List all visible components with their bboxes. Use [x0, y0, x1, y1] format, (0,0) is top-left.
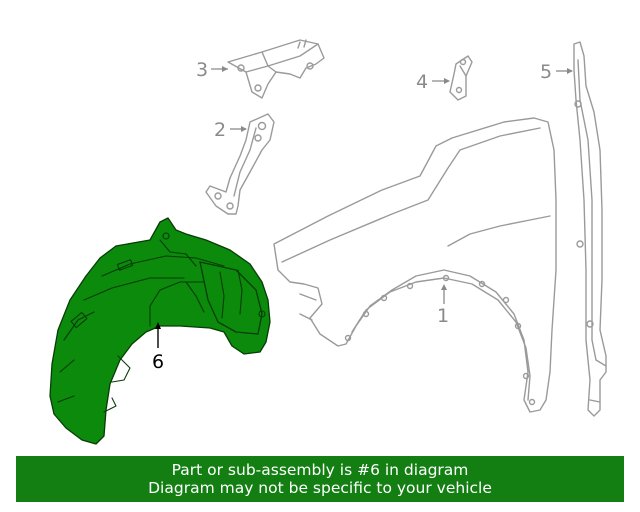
- part-5-seal-strip[interactable]: [573, 41, 607, 417]
- parts-diagram: 3 2 4 5: [49, 39, 607, 445]
- callout-6-label: 6: [152, 351, 164, 373]
- part-1-fender[interactable]: [273, 117, 557, 413]
- callout-1-label: 1: [437, 305, 449, 327]
- part-2-side-bracket[interactable]: [205, 113, 275, 215]
- callout-1[interactable]: 1: [437, 284, 449, 327]
- callout-2[interactable]: 2: [214, 119, 247, 141]
- callout-3-label: 3: [196, 59, 208, 81]
- callout-5-label: 5: [540, 61, 552, 83]
- part-4-small-bracket[interactable]: [449, 55, 473, 101]
- callout-6[interactable]: 6: [152, 322, 164, 373]
- part-3-upper-bracket[interactable]: [227, 39, 325, 99]
- callout-4-label: 4: [416, 71, 428, 93]
- callout-5[interactable]: 5: [540, 61, 573, 83]
- callout-2-label: 2: [214, 119, 226, 141]
- banner-line-2: Diagram may not be specific to your vehi…: [148, 479, 492, 497]
- part-6-wheelhouse-liner[interactable]: [49, 217, 271, 445]
- info-banner: Part or sub-assembly is #6 in diagram Di…: [16, 456, 624, 502]
- callout-4[interactable]: 4: [416, 71, 450, 93]
- banner-line-1: Part or sub-assembly is #6 in diagram: [171, 461, 469, 479]
- callout-3[interactable]: 3: [196, 59, 228, 81]
